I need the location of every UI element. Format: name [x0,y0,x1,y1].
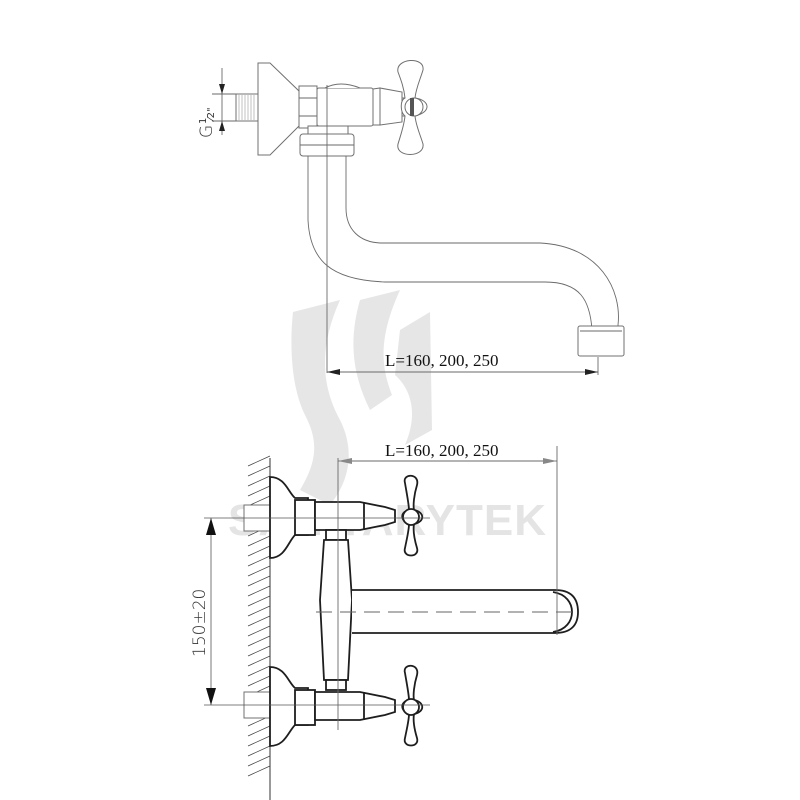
svg-text:⁄2": ⁄2" [206,107,217,122]
center-distance-dimension: 150±20 [190,589,210,657]
thread-label: G [197,125,217,138]
svg-text:1: 1 [198,118,209,124]
bottom-view: 150±20 L=160, 200, 250 [190,441,580,800]
watermark-logo-icon [291,290,432,505]
top-length-dimension: L=160, 200, 250 [385,351,498,370]
top-view: L=160, 200, 250 G 1 ⁄2" [197,60,625,375]
bottom-length-dimension: L=160, 200, 250 [385,441,498,460]
